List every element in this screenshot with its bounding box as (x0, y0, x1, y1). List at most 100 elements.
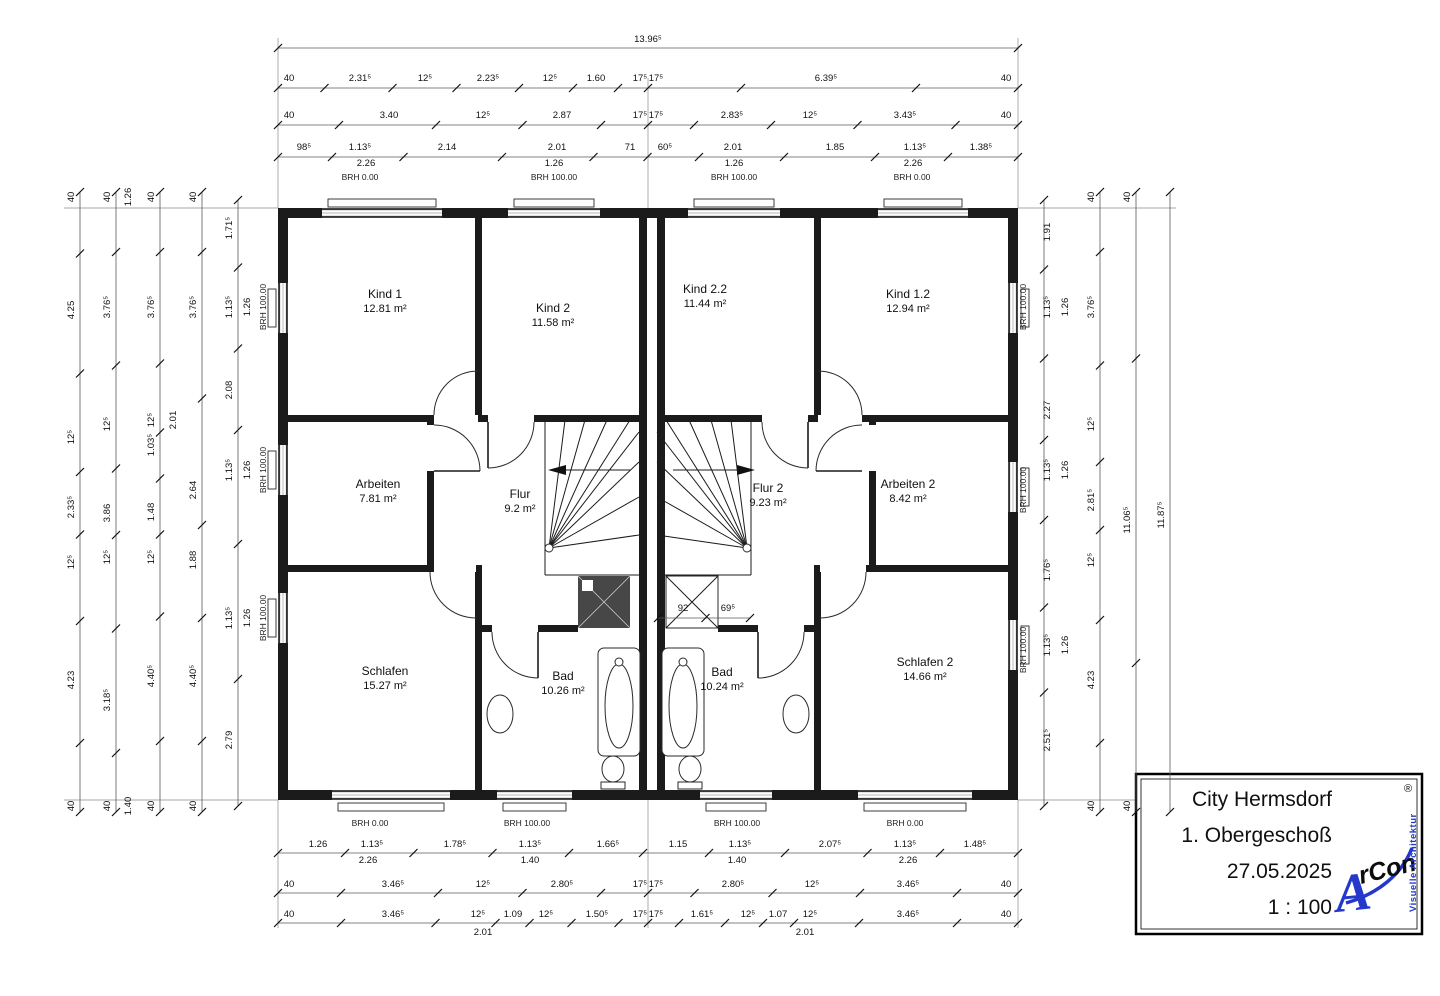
dim-top-2-label: 2.23⁵ (477, 73, 499, 84)
sink-right (782, 694, 810, 734)
dim-left-1-label: 40 (66, 801, 77, 812)
dim-bottom-1-label: 1.48⁵ (964, 839, 986, 850)
dim-left-2-label: 12⁵ (102, 417, 113, 432)
dim-bottom-3-label: 12⁵ (476, 879, 491, 890)
room-label: Kind 1.2 (886, 287, 930, 301)
room-label: Bad (711, 665, 732, 679)
dim-left-4-label: 2.64 (188, 481, 199, 500)
dim-top-3-label: 12⁵ (803, 110, 818, 121)
dim-bottom-5-label: 2.01 (796, 927, 815, 938)
dim-bottom-1-label: 1.13⁵ (894, 839, 916, 850)
dim-top-4-label: 60⁵ (658, 142, 673, 153)
dim-bottom-1-label: 1.66⁵ (597, 839, 619, 850)
dim-right-1-label: 1.91 (1042, 223, 1053, 242)
dim-bottom-windows-label: 1.40 (521, 855, 540, 866)
dim-left-4-label: 4.40⁵ (188, 665, 199, 687)
dim-bottom-4-label: 40 (284, 909, 295, 920)
toilet-right (677, 755, 703, 790)
dim-top-4-label: 98⁵ (297, 142, 312, 153)
dim-top-2-label: 1.60 (587, 73, 606, 84)
dim-bottom-4-label: 3.46⁵ (897, 909, 919, 920)
dim-bottom-3-label: 2.80⁵ (551, 879, 573, 890)
dim-right-2-label: 12⁵ (1086, 553, 1097, 568)
dim-left-3-label: 40 (146, 801, 157, 812)
dim-left-2-label: 3.86 (102, 504, 113, 523)
dim-left-5b-label: 1.26 (242, 461, 253, 480)
stair-direction-arrow-left (548, 465, 566, 475)
dim-top-3-label: 2.83⁵ (721, 110, 743, 121)
room-area: 10.26 m² (541, 685, 585, 697)
dim-left-3-label: 4.40⁵ (146, 665, 157, 687)
dim-top-3-label: 40 (284, 110, 295, 121)
dim-right-1b-label: 1.26 (1060, 636, 1071, 655)
dim-right-3-label: 40 (1122, 192, 1133, 203)
arcon-logo: A rCon ® Visuelle Architektur (1329, 783, 1419, 924)
dim-left-3-label: 40 (146, 192, 157, 203)
dim-top-2-label: 40 (284, 73, 295, 84)
dim-bottom-3-label: 3.46⁵ (382, 879, 404, 890)
dim-right-1-label: 2.51⁵ (1042, 729, 1053, 751)
titleblock-floor: 1. Obergeschoß (1181, 824, 1332, 847)
dim-left-1-label: 40 (66, 192, 77, 203)
dim-right-4-label: 11.87⁵ (1156, 501, 1167, 528)
room-label: Kind 1 (368, 287, 402, 301)
dim-bath-label: 92 (678, 603, 689, 614)
dim-bottom-4-label: 1.50⁵ (586, 909, 608, 920)
room-area: 14.66 m² (903, 671, 947, 683)
bathtub-left (597, 647, 641, 757)
dim-right-3-label: 11.06⁵ (1122, 506, 1133, 533)
dim-left-2-label: 12⁵ (102, 550, 113, 565)
room-area: 11.58 m² (532, 317, 575, 329)
dim-bottom-3-label: 40 (284, 879, 295, 890)
room-area: 9.2 m² (504, 503, 536, 515)
dim-right-1-label: 1.13⁵ (1042, 296, 1053, 318)
dim-bottom-4-label: 17⁵ (649, 909, 664, 920)
dim-left-2b-label: 1.40 (123, 797, 134, 816)
dim-bottom-3-label: 17⁵ (633, 879, 648, 890)
dim-left-5-label: 1.13⁵ (224, 296, 235, 318)
interior-walls-right-unit (657, 218, 1008, 790)
dim-left-5-label: 2.79 (224, 731, 235, 750)
dim-right-2-label: 3.76⁵ (1086, 296, 1097, 318)
dim-left-1-label: 12⁵ (66, 555, 77, 570)
dim-bottom-4-label: 40 (1001, 909, 1012, 920)
dim-left-3-label: 12⁵ (146, 413, 157, 428)
room-area: 9.23 m² (749, 497, 787, 509)
dim-bottom-1-label: 1.13⁵ (361, 839, 383, 850)
room-label: Kind 2.2 (683, 282, 727, 296)
dim-left-2-label: 40 (102, 801, 113, 812)
dim-bottom-3-label: 12⁵ (805, 879, 820, 890)
dim-top-4-label: 1.13⁵ (349, 142, 371, 153)
dim-top-2-label: 40 (1001, 73, 1012, 84)
arcon-logo-swoosh (1345, 847, 1414, 905)
dim-bottom-1-label: 1.78⁵ (444, 839, 466, 850)
dim-bath-label: 69⁵ (721, 603, 736, 614)
titleblock-date: 27.05.2025 (1227, 860, 1332, 883)
staircase-right (656, 418, 755, 576)
room-label: Arbeiten 2 (881, 477, 936, 491)
dim-left-2-label: 40 (102, 192, 113, 203)
dim-bottom-4-label: 12⁵ (803, 909, 818, 920)
dim-left-1-label: 4.23 (66, 671, 77, 690)
dim-bottom-4-label: 1.09 (504, 909, 523, 920)
room-label: Schlafen (362, 664, 409, 678)
party-wall (639, 208, 665, 800)
dim-right-2-label: 40 (1086, 192, 1097, 203)
brh-top-label: BRH 100.00 (711, 172, 758, 182)
brh-top-label: BRH 100.00 (531, 172, 578, 182)
dim-bottom-1-label: 1.26 (309, 839, 328, 850)
arcon-logo-tagline: Visuelle Architektur (1408, 813, 1419, 912)
dim-left-2-label: 3.18⁵ (102, 689, 113, 711)
dim-right-2-label: 2.81⁵ (1086, 489, 1097, 511)
dim-right-1b-label: 1.26 (1060, 461, 1071, 480)
dim-left-5-label: 1.71⁵ (224, 217, 235, 239)
dim-bottom-windows-label: 2.26 (899, 855, 918, 866)
dim-top-2-label: 12⁵ (418, 73, 433, 84)
dim-top-windows-label: 2.26 (357, 158, 376, 169)
brh-bottom-label: BRH 100.00 (714, 818, 761, 828)
dim-right-1-label: 2.27 (1042, 401, 1053, 420)
dim-left-3b-label: 2.01 (168, 411, 179, 430)
dim-left-3-label: 12⁵ (146, 550, 157, 565)
